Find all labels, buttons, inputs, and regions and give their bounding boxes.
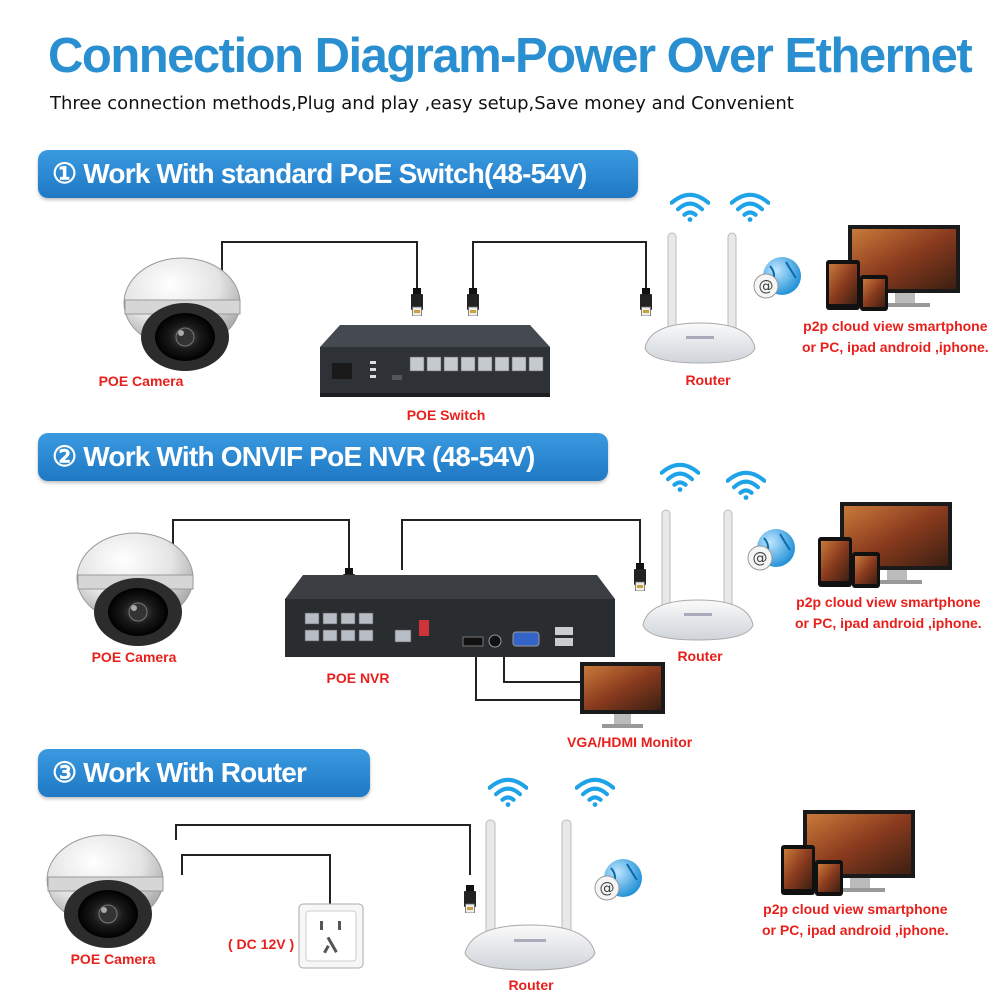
poe-switch-icon — [320, 325, 550, 400]
monitor-label: VGA/HDMI Monitor — [567, 734, 692, 750]
svg-text:@: @ — [600, 879, 615, 897]
camera-label: POE Camera — [99, 373, 184, 389]
cloud-label-line-2: or PC, ipad android ,iphone. — [795, 613, 982, 634]
devices-icon — [775, 805, 915, 900]
camera-label: POE Camera — [92, 649, 177, 665]
devices-icon — [812, 497, 952, 592]
router-icon — [638, 505, 758, 645]
page-subtitle: Three connection methods,Plug and play ,… — [50, 93, 794, 114]
rj45-plug-icon — [411, 288, 423, 316]
dome-camera-icon — [68, 520, 203, 650]
wifi-icon — [726, 468, 766, 500]
email-globe-icon: @ — [752, 256, 802, 300]
cloud-label: p2p cloud view smartphone or PC, ipad an… — [762, 899, 949, 941]
hub-label: POE Switch — [407, 407, 486, 423]
cloud-label: p2p cloud view smartphone or PC, ipad an… — [795, 592, 982, 634]
router-icon — [460, 815, 600, 975]
section-1-banner: ① Work With standard PoE Switch(48-54V) — [38, 150, 638, 198]
wifi-icon — [660, 460, 700, 492]
camera-label: POE Camera — [71, 951, 156, 967]
wifi-icon — [670, 190, 710, 222]
svg-text:@: @ — [753, 549, 768, 567]
email-globe-icon: @ — [746, 528, 796, 572]
wifi-icon — [488, 775, 528, 807]
cloud-label: p2p cloud view smartphone or PC, ipad an… — [802, 316, 989, 358]
monitor-icon — [580, 662, 665, 732]
svg-text:@: @ — [759, 277, 774, 295]
cloud-label-line-2: or PC, ipad android ,iphone. — [802, 337, 989, 358]
hub-label: POE NVR — [326, 670, 389, 686]
rj45-plug-icon — [467, 288, 479, 316]
section-3-banner: ③ Work With Router — [38, 749, 370, 797]
section-2-banner: ② Work With ONVIF PoE NVR (48-54V) — [38, 433, 608, 481]
cloud-label-line-1: p2p cloud view smartphone — [802, 316, 989, 337]
power-socket-icon — [298, 903, 364, 969]
email-globe-icon: @ — [593, 858, 643, 902]
dome-camera-icon — [38, 822, 173, 952]
dome-camera-icon — [115, 245, 250, 375]
page-title: Connection Diagram-Power Over Ethernet — [48, 28, 971, 84]
wifi-icon — [730, 190, 770, 222]
router-label: Router — [508, 977, 553, 993]
router-icon — [640, 228, 760, 368]
wifi-icon — [575, 775, 615, 807]
cloud-label-line-2: or PC, ipad android ,iphone. — [762, 920, 949, 941]
devices-icon — [820, 220, 960, 315]
router-label: Router — [677, 648, 722, 664]
poe-nvr-icon — [285, 575, 615, 660]
cloud-label-line-1: p2p cloud view smartphone — [795, 592, 982, 613]
cloud-label-line-1: p2p cloud view smartphone — [762, 899, 949, 920]
router-label: Router — [685, 372, 730, 388]
power-label: ( DC 12V ) — [228, 936, 294, 952]
